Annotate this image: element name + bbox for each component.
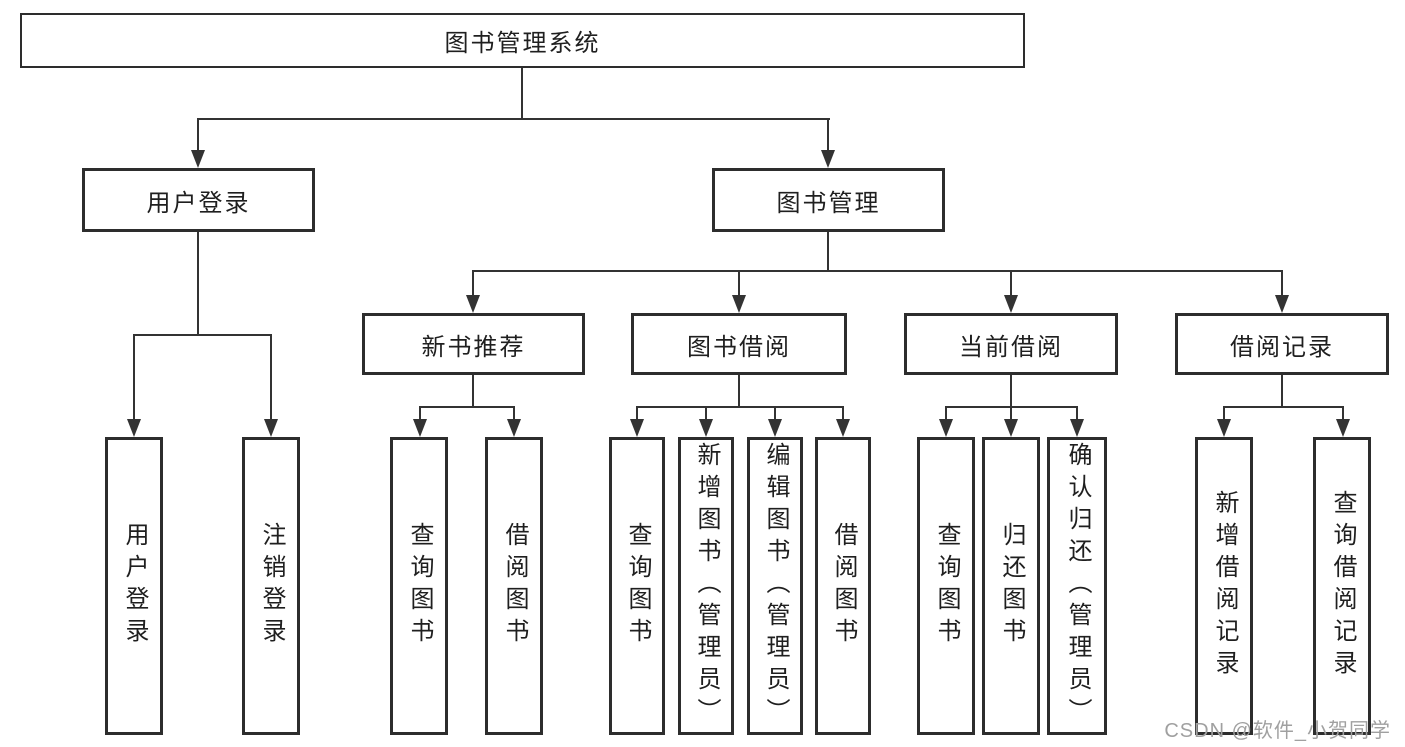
connector-line [1223, 406, 1225, 421]
connector-line [270, 334, 272, 421]
leaf-label: 查询图书 [624, 522, 651, 650]
node-label: 用户登录 [146, 189, 251, 217]
node-user-login: 用户登录 [82, 168, 315, 232]
connector-line [1281, 270, 1283, 297]
arrow-down-icon [732, 295, 746, 313]
connector-line [419, 406, 421, 421]
node-label: 当前借阅 [959, 333, 1063, 361]
leaf-add-books-admin: 新增图书（管理员） [678, 437, 734, 735]
connector-line [419, 406, 515, 408]
leaf-label: 查询图书 [406, 522, 433, 650]
arrow-down-icon [699, 419, 713, 437]
connector-line [1342, 406, 1344, 421]
node-book-management: 图书管理 [712, 168, 945, 232]
node-label: 图书管理 [776, 189, 881, 217]
leaf-query-books-current: 查询图书 [917, 437, 975, 735]
connector-line [945, 406, 947, 421]
leaf-query-books-recommend: 查询图书 [390, 437, 448, 735]
node-label: 图书借阅 [687, 333, 791, 361]
connector-line [738, 375, 740, 408]
leaf-label: 确认归还（管理员） [1064, 442, 1091, 730]
connector-line [197, 118, 199, 152]
leaf-label: 用户登录 [121, 522, 148, 650]
connector-line [133, 334, 272, 336]
leaf-query-borrow-record: 查询借阅记录 [1313, 437, 1371, 735]
csdn-watermark: CSDN @软件_小贺同学 [1164, 720, 1391, 742]
arrow-down-icon [836, 419, 850, 437]
arrow-down-icon [821, 150, 835, 168]
connector-line [197, 232, 199, 336]
arrow-down-icon [1004, 295, 1018, 313]
leaf-label: 借阅图书 [501, 522, 528, 650]
arrow-down-icon [939, 419, 953, 437]
arrow-down-icon [1070, 419, 1084, 437]
node-label: 借阅记录 [1230, 333, 1334, 361]
connector-line [636, 406, 638, 421]
node-library-management-system: 图书管理系统 [20, 13, 1025, 68]
connector-line [827, 118, 829, 152]
connector-line [1010, 375, 1012, 408]
leaf-label: 注销登录 [258, 522, 285, 650]
connector-line [472, 270, 1283, 272]
connector-line [513, 406, 515, 421]
leaf-label: 归还图书 [998, 522, 1025, 650]
node-current-borrowing: 当前借阅 [904, 313, 1118, 375]
connector-line [842, 406, 844, 421]
connector-line [738, 270, 740, 297]
leaf-label: 新增借阅记录 [1211, 490, 1238, 682]
node-borrowing-records: 借阅记录 [1175, 313, 1389, 375]
arrow-down-icon [1275, 295, 1289, 313]
node-label: 新书推荐 [421, 333, 526, 361]
arrow-down-icon [768, 419, 782, 437]
connector-line [774, 406, 776, 421]
leaf-user-login: 用户登录 [105, 437, 163, 735]
leaf-return-books: 归还图书 [982, 437, 1040, 735]
leaf-query-books-borrowing: 查询图书 [609, 437, 665, 735]
connector-line [1010, 270, 1012, 297]
connector-line [705, 406, 707, 421]
connector-line [197, 118, 830, 120]
leaf-logout: 注销登录 [242, 437, 300, 735]
node-label: 图书管理系统 [444, 30, 601, 57]
leaf-confirm-return-admin: 确认归还（管理员） [1047, 437, 1107, 735]
arrow-down-icon [413, 419, 427, 437]
arrow-down-icon [1004, 419, 1018, 437]
arrow-down-icon [127, 419, 141, 437]
arrow-down-icon [630, 419, 644, 437]
arrow-down-icon [1336, 419, 1350, 437]
connector-line [1076, 406, 1078, 421]
leaf-label: 借阅图书 [830, 522, 857, 650]
connector-line [636, 406, 844, 408]
leaf-add-borrow-record: 新增借阅记录 [1195, 437, 1253, 735]
connector-line [472, 270, 474, 297]
arrow-down-icon [191, 150, 205, 168]
node-new-book-recommendation: 新书推荐 [362, 313, 585, 375]
arrow-down-icon [507, 419, 521, 437]
node-book-borrowing: 图书借阅 [631, 313, 847, 375]
connector-line [1281, 375, 1283, 408]
connector-line [1223, 406, 1344, 408]
leaf-edit-books-admin: 编辑图书（管理员） [747, 437, 803, 735]
leaf-label: 编辑图书（管理员） [762, 442, 789, 730]
leaf-borrow-books-recommend: 借阅图书 [485, 437, 543, 735]
arrow-down-icon [264, 419, 278, 437]
leaf-label: 查询图书 [933, 522, 960, 650]
leaf-label: 新增图书（管理员） [693, 442, 720, 730]
arrow-down-icon [466, 295, 480, 313]
connector-line [133, 334, 135, 421]
connector-line [1010, 406, 1012, 421]
connector-line [472, 375, 474, 408]
arrow-down-icon [1217, 419, 1231, 437]
connector-line [521, 68, 523, 118]
leaf-borrow-books: 借阅图书 [815, 437, 871, 735]
connector-line [827, 232, 829, 272]
leaf-label: 查询借阅记录 [1329, 490, 1356, 682]
